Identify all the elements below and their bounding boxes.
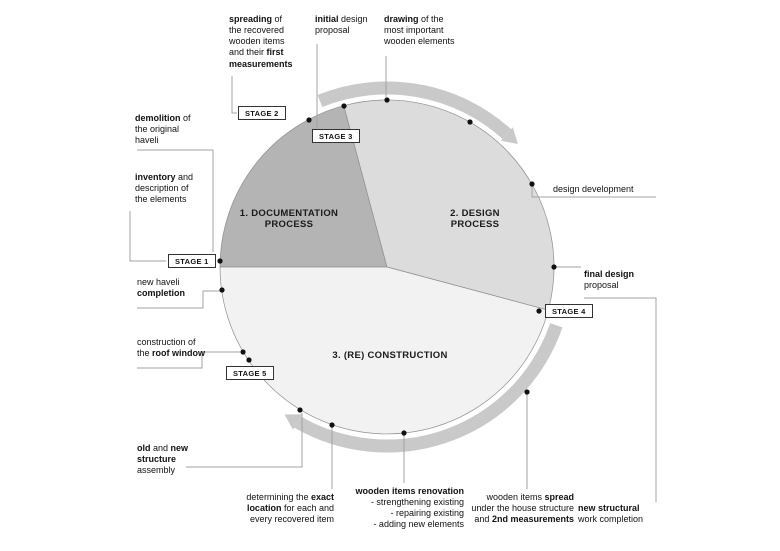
annotation-text: new structural [578, 503, 640, 513]
annotation-text: and description of the elements [135, 172, 194, 205]
annotation-text: and [150, 443, 171, 453]
leader-design-development [531, 186, 656, 198]
annotation-text: spreading [229, 14, 273, 24]
annotation-final-design: final design proposal [584, 269, 634, 291]
stage-badge-2: STAGE 2 [238, 106, 286, 120]
annotation-text: first measurements [229, 47, 293, 69]
annotation-text: proposal [584, 280, 619, 291]
annotation-text: of the original haveli [135, 113, 191, 146]
leader-new-haveli [137, 290, 220, 309]
annotation-initial-design: initial design proposal [315, 14, 368, 36]
stage-dot-stage3 [341, 103, 347, 109]
annotation-text: inventory [135, 172, 176, 182]
leader-demolition-stage1 [137, 149, 214, 252]
annotation-text: spread [544, 492, 574, 502]
annotation-renovation: wooden items renovation - strengthening … [355, 486, 464, 531]
pie-slice-construction [219, 266, 549, 435]
annotation-text: initial [315, 14, 339, 24]
annotation-structural: new structural work completion [578, 503, 643, 525]
stage-dot-final-design [551, 264, 557, 270]
annotation-text: wooden items renovation [355, 486, 464, 496]
stage-dot-determining [329, 422, 335, 428]
leader-roof-window [137, 351, 240, 369]
annotation-text: work completion [578, 514, 644, 525]
annotation-text: assembly [137, 465, 176, 476]
stage-dot-stage4 [536, 308, 542, 314]
annotation-text: old [137, 443, 151, 453]
flow-arc-top [317, 81, 512, 139]
pie-slice-documentation [219, 105, 388, 268]
stage-dot-stage2 [306, 117, 312, 123]
annotation-drawing: drawing of the most important wooden ele… [384, 14, 455, 47]
leader-spreading-stage2 [231, 76, 237, 114]
stage-dot-upper-right [467, 119, 473, 125]
annotation-text: 2nd measurements [491, 514, 574, 525]
stage-dot-drawing [384, 97, 390, 103]
leader-final-to-structural [584, 297, 657, 502]
stage-dot-old-new [297, 407, 303, 413]
annotation-text: exact location [246, 492, 334, 514]
annotation-spread: wooden items spread under the house stru… [471, 492, 574, 525]
slice-label-design: 2. DESIGN PROCESS [450, 208, 500, 230]
stage-dot-new-haveli [219, 287, 225, 293]
stage-dot-stage5 [246, 357, 252, 363]
annotation-roof-window: construction of the roof window [137, 337, 205, 359]
stage-badge-1: STAGE 1 [168, 254, 216, 268]
annotation-text: completion [137, 288, 186, 299]
annotation-text: determining the [246, 492, 311, 502]
stage-dot-spread [524, 389, 530, 395]
flow-arrowhead-top [500, 127, 518, 144]
annotation-demolition: demolition of the original haveli [135, 113, 191, 146]
flow-arrowhead-bottom [284, 414, 302, 430]
annotation-text: construction of the [137, 337, 196, 359]
annotation-design-development: design development [553, 184, 634, 195]
leader-old-new-structure [186, 413, 303, 468]
slice-label-documentation: 1. DOCUMENTATION PROCESS [239, 208, 339, 230]
annotation-text: - strengthening existing - repairing exi… [370, 497, 464, 530]
annotation-text: roof window [152, 348, 206, 359]
slice-label-construction: 3. (RE) CONSTRUCTION [332, 350, 448, 361]
annotation-text: drawing [384, 14, 419, 24]
annotation-determining: determining the exact location for each … [246, 492, 334, 525]
stage-dot-roof-window [240, 349, 246, 355]
stage-badge-4: STAGE 4 [545, 304, 593, 318]
stage-badge-3: STAGE 3 [312, 129, 360, 143]
annotation-spreading: spreading of the recovered wooden items … [229, 14, 293, 70]
annotation-text: final design [584, 269, 635, 279]
annotation-text: wooden items [486, 492, 545, 502]
annotation-text: under the house structure and [471, 503, 574, 525]
annotation-text: demolition [135, 113, 181, 123]
annotation-new-haveli: new haveli completion [137, 277, 185, 299]
annotation-inventory: inventory and description of the element… [135, 172, 193, 205]
stage-badge-5: STAGE 5 [226, 366, 274, 380]
annotation-text: for each and every recovered item [249, 503, 334, 525]
stage-dot-renovation [401, 430, 407, 436]
annotation-text: of the recovered wooden items and their [229, 14, 285, 58]
stage-dot-design-development [529, 181, 535, 187]
annotation-text: design development [553, 184, 634, 194]
stage-dot-stage1 [217, 258, 223, 264]
flow-arc-bottom [294, 323, 563, 453]
annotation-text: new haveli [137, 277, 180, 287]
leader-inventory-stage1 [129, 211, 166, 262]
annotation-text: design proposal [315, 14, 368, 36]
annotation-text: of the most important wooden elements [384, 14, 455, 47]
annotation-old-new-structure: old and new structure assembly [137, 443, 188, 476]
annotation-text: new structure [137, 443, 189, 465]
